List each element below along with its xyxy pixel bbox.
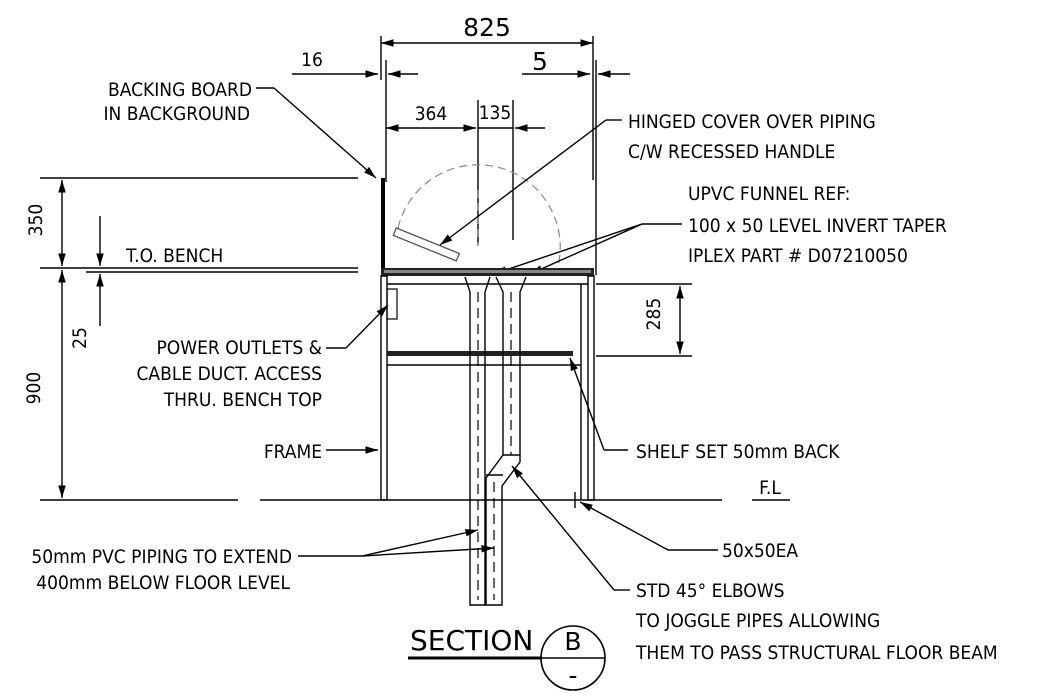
hinged-cover <box>392 164 561 267</box>
shelf-dimension: 285 <box>596 283 692 357</box>
hinged-cover-label-1: HINGED COVER OVER PIPING <box>628 111 876 133</box>
power-label-3: THRU. BENCH TOP <box>163 389 322 411</box>
elbows-label-3: THEM TO PASS STRUCTURAL FLOOR BEAM <box>635 642 998 664</box>
backing-board-label-2: IN BACKGROUND <box>103 103 250 125</box>
to-bench-label: T.O. BENCH <box>125 245 223 267</box>
section-sheet: - <box>568 661 577 690</box>
angle-callout: 50x50EA <box>579 501 798 562</box>
overall-width-dimension: 825 <box>380 13 594 180</box>
shelf-callout: SHELF SET 50mm BACK <box>569 357 840 463</box>
power-outlet <box>386 288 398 320</box>
hinged-cover-callout: HINGED COVER OVER PIPING C/W RECESSED HA… <box>439 111 876 246</box>
angle-label: 50x50EA <box>722 540 798 562</box>
dim-5: 5 <box>532 47 548 76</box>
shelf-label: SHELF SET 50mm BACK <box>636 441 840 463</box>
piping-label-2: 400mm BELOW FLOOR LEVEL <box>36 572 290 594</box>
right-offset-dimension: 5 <box>522 47 630 275</box>
bench-frame <box>380 275 595 501</box>
piping-label-1: 50mm PVC PIPING TO EXTEND <box>31 546 292 568</box>
dim-25: 25 <box>69 327 91 349</box>
backing-board-label-1: BACKING BOARD <box>108 79 252 101</box>
frame-callout: FRAME <box>264 441 378 463</box>
funnel-label-2: 100 x 50 LEVEL INVERT TAPER <box>688 215 947 237</box>
backing-offset-dimension: 16 <box>292 49 418 182</box>
power-outlets-callout: POWER OUTLETS & CABLE DUCT. ACCESS THRU.… <box>136 304 389 411</box>
dim-364: 364 <box>415 103 448 125</box>
section-title-block: SECTION B - <box>408 624 606 691</box>
dim-350: 350 <box>25 204 47 237</box>
bench-top-highlight <box>384 270 591 273</box>
funnel-label-1: UPVC FUNNEL REF: <box>688 183 850 205</box>
section-letter: B <box>564 627 581 656</box>
dim-135: 135 <box>479 102 512 124</box>
pipe-position-dimensions: 364 135 <box>386 100 545 245</box>
elbows-label-2: TO JOGGLE PIPES ALLOWING <box>635 610 880 632</box>
elbows-label-1: STD 45° ELBOWS <box>636 580 785 602</box>
funnel-callout: UPVC FUNNEL REF: 100 x 50 LEVEL INVERT T… <box>493 183 947 275</box>
shelf <box>387 351 573 356</box>
power-label-1: POWER OUTLETS & <box>156 337 322 359</box>
dim-285: 285 <box>643 298 665 331</box>
pvc-pipes <box>464 276 527 606</box>
hinged-cover-label-2: C/W RECESSED HANDLE <box>628 141 835 163</box>
funnel-label-3: IPLEX PART # D07210050 <box>688 245 908 267</box>
section-title: SECTION <box>410 624 533 657</box>
elbows-callout: STD 45° ELBOWS TO JOGGLE PIPES ALLOWING … <box>511 465 998 664</box>
piping-callout: 50mm PVC PIPING TO EXTEND 400mm BELOW FL… <box>31 529 495 594</box>
frame-label: FRAME <box>264 441 322 463</box>
dim-900: 900 <box>23 372 45 405</box>
height-dimensions: 350 900 25 T.O. BENCH <box>23 177 358 501</box>
dim-825: 825 <box>463 13 511 42</box>
power-label-2: CABLE DUCT. ACCESS <box>136 363 322 385</box>
dim-16: 16 <box>301 49 323 71</box>
backing-board-callout: BACKING BOARD IN BACKGROUND <box>103 79 377 179</box>
floor-level-label: F.L <box>759 477 781 499</box>
floor-level: F.L <box>260 477 790 508</box>
backing-board <box>381 178 385 270</box>
